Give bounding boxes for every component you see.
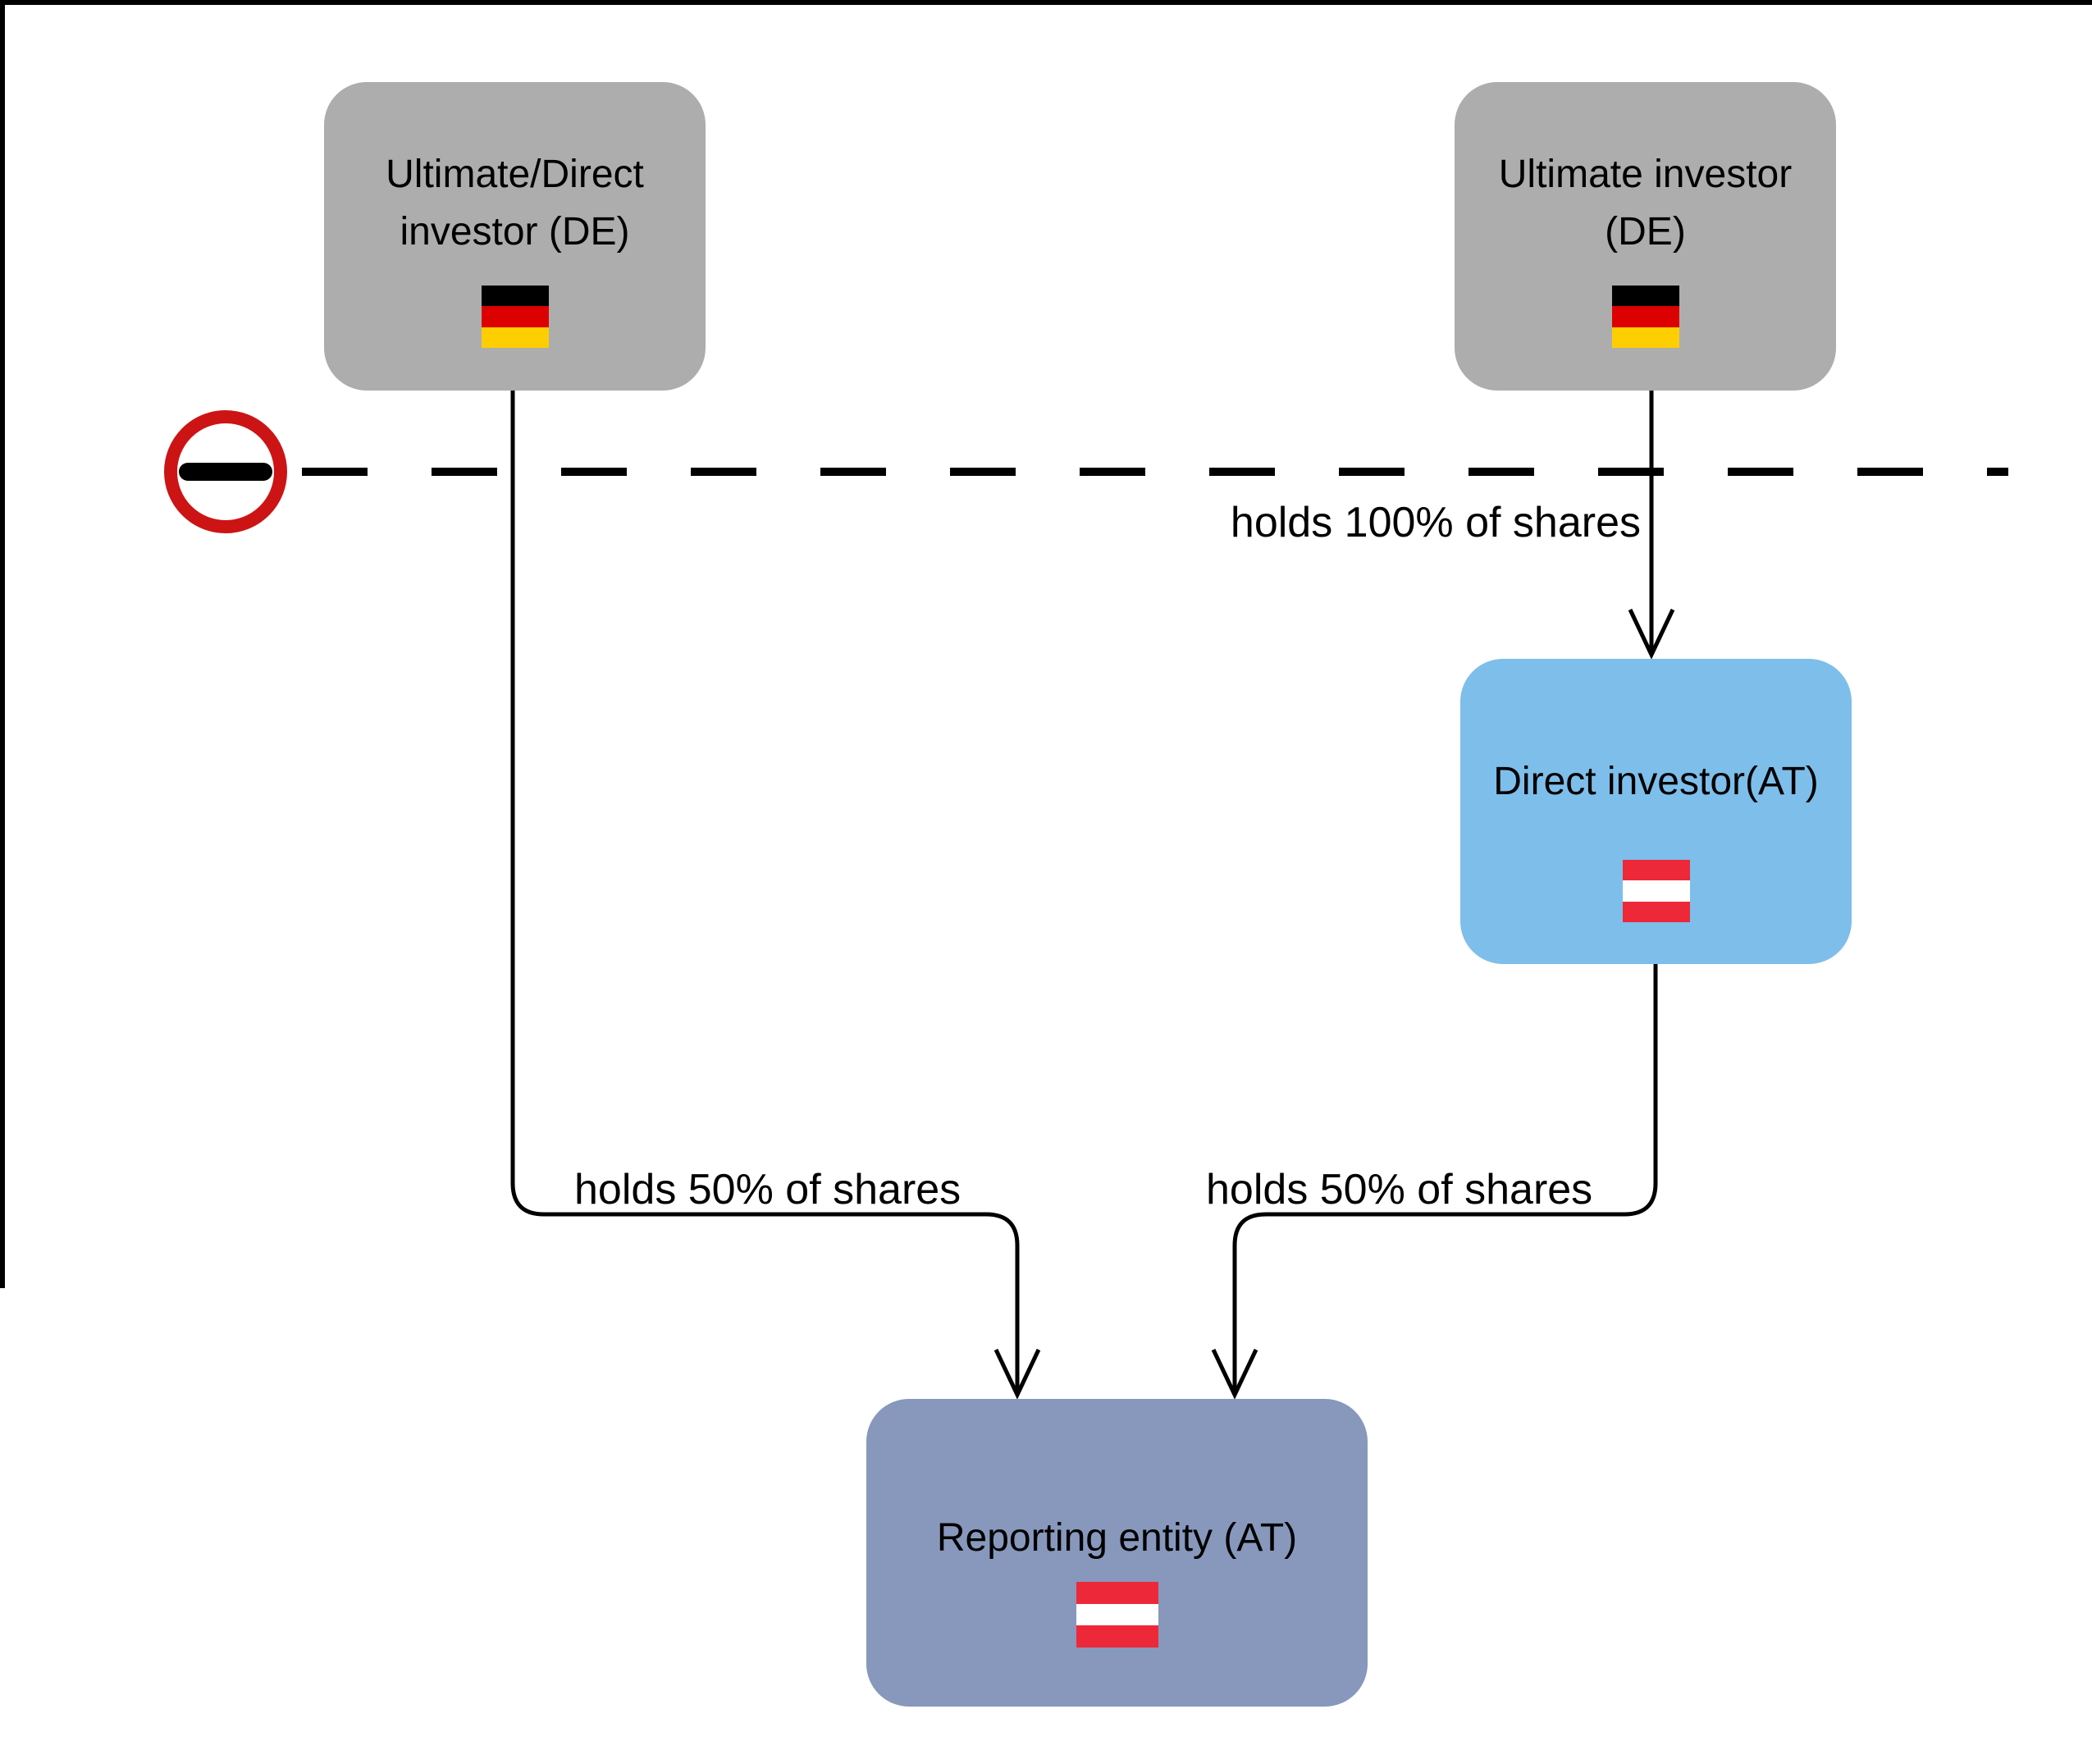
germany-flag-gold-stripe [481,327,549,348]
node-direct-investor: Direct investor(AT) [1460,659,1852,964]
node-title-line2: (DE) [1605,210,1686,254]
left-border [0,0,5,1288]
germany-flag-black-stripe [1611,286,1679,307]
no-entry-icon [164,410,287,533]
austria-flag-red-stripe [1622,901,1690,922]
node-title-line2: investor (DE) [400,210,630,254]
edge-direct-to-reporting [1211,964,1658,1400]
austria-flag-red-stripe [1622,860,1690,881]
node-ultimate-direct-investor: Ultimate/Direct investor (DE) [324,82,706,391]
austria-flag [1622,860,1690,922]
austria-flag [1076,1582,1158,1648]
austria-flag-red-stripe [1076,1582,1158,1604]
germany-flag [1611,286,1679,348]
edge-label-holds-50-percent-right: holds 50% of shares [1206,1166,1593,1213]
node-ultimate-investor: Ultimate investor (DE) [1455,82,1836,391]
node-title-line1: Ultimate investor [1498,153,1793,196]
edge-ultimate-to-direct [1628,391,1675,660]
edge-label-holds-50-percent-left: holds 50% of shares [574,1166,961,1213]
germany-flag-gold-stripe [1611,327,1679,348]
node-reporting-entity: Reporting entity (AT) [866,1399,1368,1707]
node-title: Reporting entity (AT) [936,1516,1298,1560]
edge-ultimate-direct-to-reporting [510,391,1041,1400]
germany-flag-red-stripe [481,306,549,327]
germany-flag-black-stripe [481,286,549,307]
austria-flag-red-stripe [1076,1625,1158,1648]
arrowhead-icon [1628,608,1675,660]
germany-flag [481,286,549,348]
node-title-line1: Ultimate/Direct [386,153,644,196]
node-title: Ultimate investor (DE) [1499,146,1792,261]
austria-flag-white-stripe [1076,1603,1158,1626]
germany-flag-red-stripe [1611,306,1679,327]
austria-flag-white-stripe [1622,880,1690,902]
edge-label-holds-100-percent: holds 100% of shares [1230,499,1641,546]
arrowhead-icon [993,1348,1041,1400]
node-title: Direct investor(AT) [1493,760,1819,803]
no-entry-bar [179,463,272,481]
arrowhead-icon [1211,1348,1258,1400]
top-border [0,0,2092,5]
node-title: Ultimate/Direct investor (DE) [386,146,644,261]
